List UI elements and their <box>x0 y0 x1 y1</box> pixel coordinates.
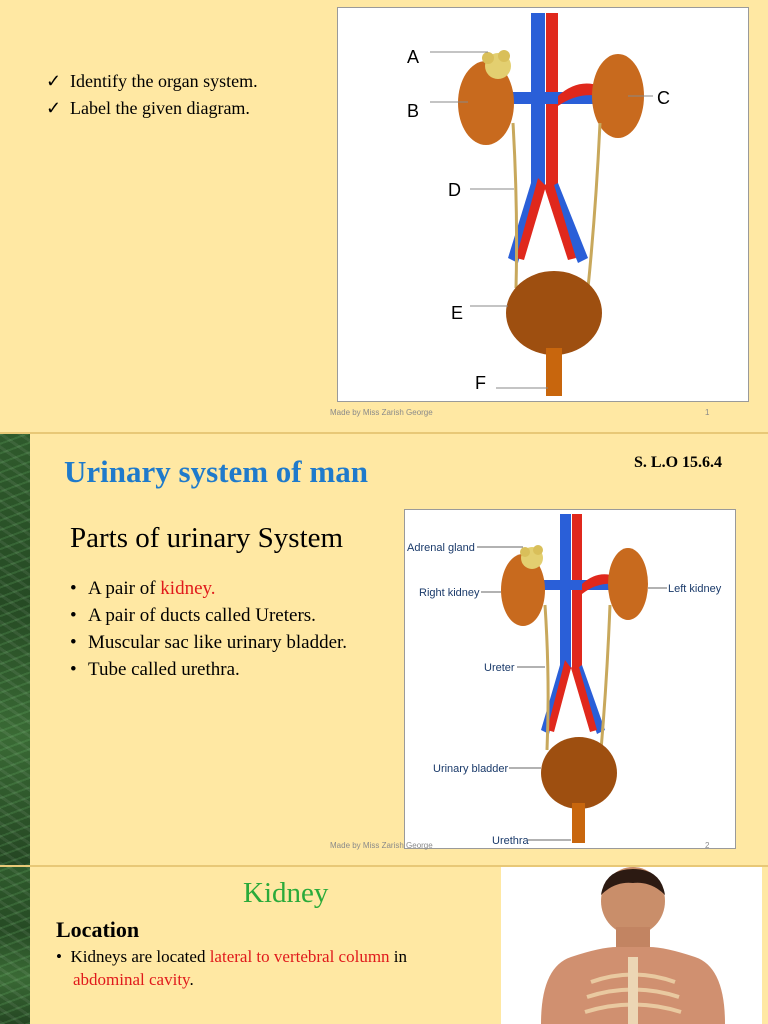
list-item: • Kidneys are located lateral to vertebr… <box>56 947 408 989</box>
list-item: A pair of ducts called Ureters. <box>70 602 347 629</box>
slide-1: ✓Identify the organ system. ✓Label the g… <box>0 0 768 432</box>
slide-2: Urinary system of man S. L.O 15.6.4 Part… <box>0 434 768 865</box>
label-left-kidney: Left kidney <box>668 583 722 595</box>
list-item: Muscular sac like urinary bladder. <box>70 629 347 656</box>
label-b: B <box>407 101 419 121</box>
back-anatomy-photo <box>501 867 762 1024</box>
instruction-list: ✓Identify the organ system. ✓Label the g… <box>46 68 258 122</box>
label-ureter: Ureter <box>484 662 515 674</box>
instruction-item: ✓Label the given diagram. <box>46 95 258 122</box>
slide-divider <box>0 865 768 867</box>
label-right-kidney: Right kidney <box>419 587 480 599</box>
check-icon: ✓ <box>46 98 62 118</box>
label-d: D <box>448 180 461 200</box>
list-item: Tube called urethra. <box>70 656 347 683</box>
urinary-diagram-labeled: Adrenal gland Right kidney Left kidney U… <box>404 509 736 849</box>
instruction-item: ✓Identify the organ system. <box>46 68 258 95</box>
label-adrenal-gland: Adrenal gland <box>407 542 475 554</box>
slide-divider <box>0 432 768 434</box>
page-number: 1 <box>705 408 710 417</box>
slide-3: Kidney Location • Kidneys are located la… <box>0 867 768 1024</box>
footer-credit: Made by Miss Zarish George <box>330 841 433 850</box>
label-urethra: Urethra <box>492 835 530 847</box>
list-item: A pair of kidney. <box>70 575 347 602</box>
human-back-illustration <box>501 867 762 1024</box>
label-e: E <box>451 303 463 323</box>
label-f: F <box>475 373 486 393</box>
marble-side-bar <box>0 867 30 1024</box>
check-icon: ✓ <box>46 71 62 91</box>
label-urinary-bladder: Urinary bladder <box>433 763 509 775</box>
slo-code: S. L.O 15.6.4 <box>634 454 723 471</box>
slide-title: Urinary system of man <box>64 454 368 489</box>
location-list: • Kidneys are located lateral to vertebr… <box>56 945 476 991</box>
location-heading: Location <box>56 917 140 942</box>
urinary-system-illustration-labeled: Adrenal gland Right kidney Left kidney U… <box>407 514 722 847</box>
section-subtitle: Parts of urinary System <box>70 522 344 554</box>
urinary-system-illustration: A B C D E F <box>407 13 670 396</box>
urinary-diagram-unlabeled: A B C D E F <box>337 7 749 402</box>
label-a: A <box>407 47 419 67</box>
marble-side-bar <box>0 434 30 865</box>
page-number: 2 <box>705 841 710 850</box>
label-c: C <box>657 88 670 108</box>
footer-credit: Made by Miss Zarish George <box>330 408 433 417</box>
parts-list: A pair of kidney. A pair of ducts called… <box>70 575 347 683</box>
slide-title: Kidney <box>243 877 329 909</box>
